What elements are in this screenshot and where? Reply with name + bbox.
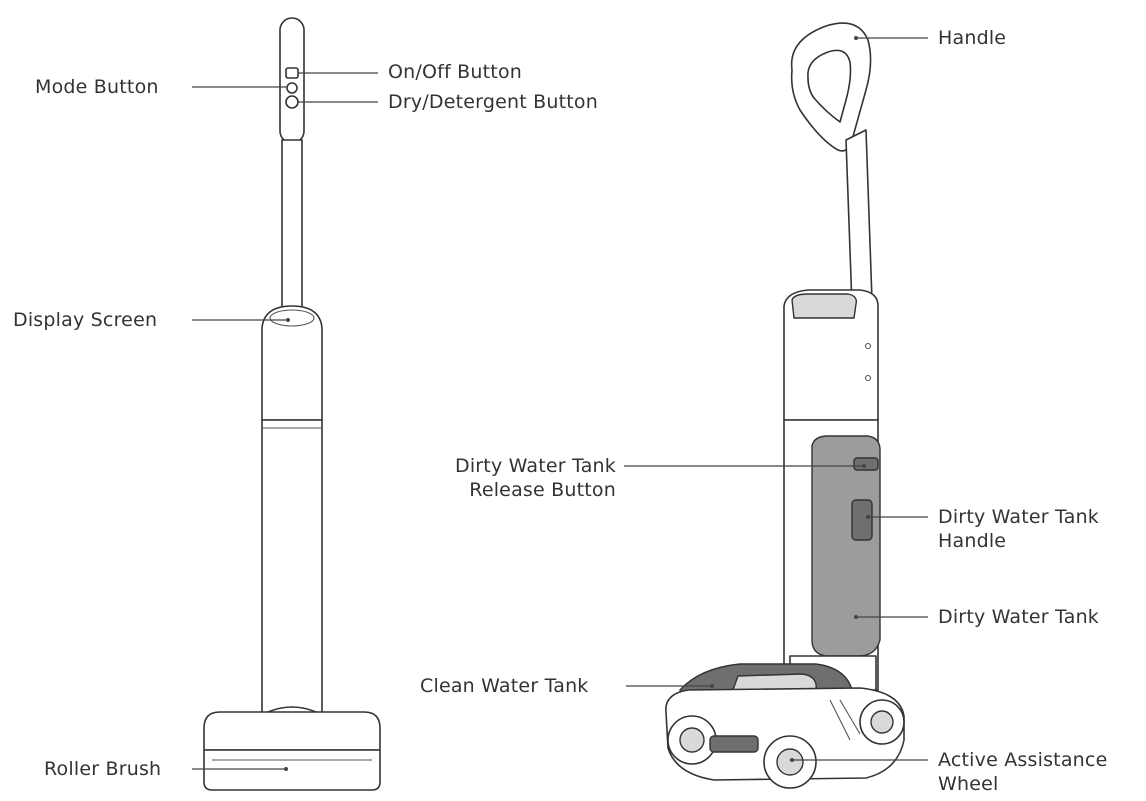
front-body-lower (261, 419, 323, 739)
label-dirty-water-tank-handle: Dirty Water Tank Handle (938, 505, 1099, 553)
angled-dirty-water-tank (811, 435, 881, 657)
front-roller-brush (203, 749, 381, 791)
label-dirty-water-tank-release-button: Dirty Water Tank Release Button (404, 454, 616, 502)
angled-floor-head (665, 687, 905, 781)
label-display-screen: Display Screen (13, 309, 158, 331)
label-dry-detergent-button: Dry/Detergent Button (388, 91, 598, 113)
label-tank-handle-line2: Handle (938, 530, 1007, 552)
angled-tank-release-button (853, 457, 879, 471)
label-on-off-button: On/Off Button (388, 61, 523, 83)
label-wheel-line1: Active Assistance (938, 749, 1108, 771)
label-release-line1: Dirty Water Tank (454, 455, 616, 477)
front-shaft (281, 139, 303, 311)
front-display-screen (269, 309, 315, 327)
label-wheel-line2: Wheel (938, 773, 999, 795)
front-view-vacuum (203, 17, 381, 791)
angled-handle-inner (807, 49, 852, 123)
label-tank-handle-line1: Dirty Water Tank (938, 506, 1100, 528)
label-active-assistance-wheel: Active Assistance Wheel (938, 748, 1107, 796)
angled-upper-body (783, 289, 879, 421)
front-floor-head (203, 711, 381, 751)
front-mode-button (286, 82, 298, 94)
label-release-line2: Release Button (469, 479, 616, 501)
front-dry-detergent-button (285, 95, 299, 109)
label-roller-brush: Roller Brush (44, 758, 162, 780)
front-on-off-button (285, 67, 299, 79)
label-clean-water-tank: Clean Water Tank (420, 675, 589, 697)
label-handle: Handle (938, 27, 1007, 49)
label-mode-button: Mode Button (35, 76, 159, 98)
front-handle-grip (279, 17, 305, 144)
front-body-top (261, 305, 323, 421)
angled-tank-handle (851, 499, 873, 541)
angled-shaft (845, 129, 873, 307)
label-dirty-water-tank: Dirty Water Tank (938, 606, 1100, 628)
angled-view-vacuum (665, 22, 905, 789)
